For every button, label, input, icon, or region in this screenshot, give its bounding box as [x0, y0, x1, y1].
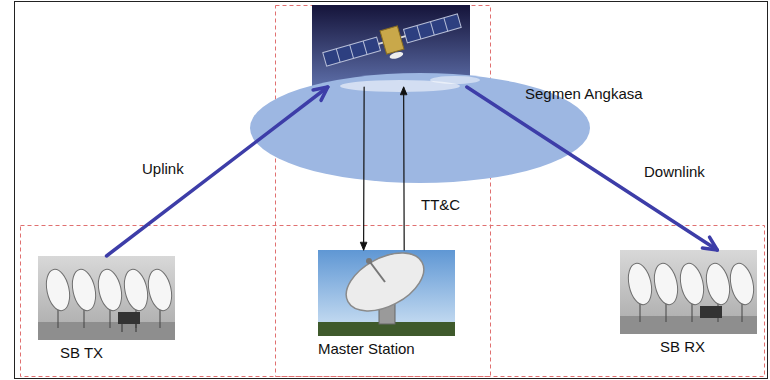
- receive-station: SB RX: [620, 250, 757, 358]
- node-label: Segmen Angkasa: [525, 85, 643, 103]
- master-station: Master Station: [316, 250, 456, 360]
- link-arrow: [363, 87, 365, 250]
- transmit-station: SB TX: [38, 256, 175, 364]
- arrow-head: [313, 87, 328, 100]
- link-label: Uplink: [140, 160, 186, 178]
- link-arrow: [107, 87, 328, 256]
- arrow-head: [401, 87, 407, 94]
- satellite-node: Segmen Angkasa: [312, 5, 470, 87]
- arrow-head: [702, 237, 717, 250]
- node-label: SB RX: [620, 338, 757, 356]
- link-arrow: [403, 87, 405, 250]
- link-label: Downlink: [642, 163, 707, 181]
- outer-frame: [15, 2, 768, 379]
- link-label: TT&C: [419, 196, 462, 214]
- node-label: SB TX: [38, 344, 175, 362]
- master-station-photo: [318, 241, 455, 336]
- ground-segment-region: [21, 226, 765, 377]
- node-label: Master Station: [316, 340, 456, 358]
- rx-station-photo: [620, 250, 757, 334]
- link-arrow: [467, 87, 717, 250]
- arrow-head: [361, 243, 367, 250]
- tx-station-photo: [38, 256, 175, 340]
- space-segment-region: [276, 6, 491, 377]
